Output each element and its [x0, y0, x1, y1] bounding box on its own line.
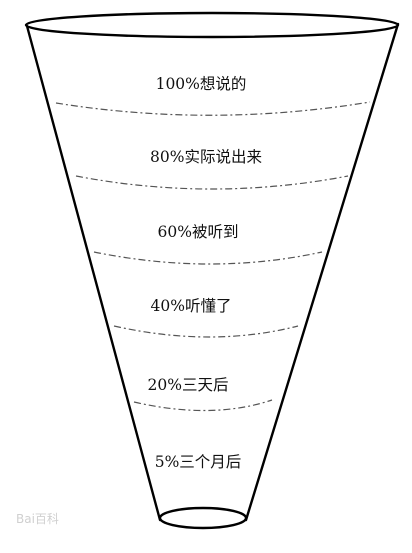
funnel-outline: [25, 22, 400, 522]
level-label-1: 100%想说的: [156, 75, 247, 93]
level-label-3: 60%被听到: [158, 223, 239, 241]
level-label-6: 5%三个月后: [155, 453, 242, 471]
baidu-watermark: Bai百科: [16, 512, 59, 526]
funnel-bottom-rim: [158, 506, 248, 530]
divider-1: [55, 101, 371, 116]
level-label-2: 80%实际说出来: [150, 148, 262, 166]
funnel-top-rim: [24, 11, 400, 39]
divider-3: [93, 251, 323, 265]
level-label-5: 20%三天后: [148, 376, 229, 394]
divider-4: [113, 325, 299, 338]
divider-2: [75, 175, 349, 190]
divider-5: [133, 399, 273, 412]
level-label-4: 40%听懂了: [151, 297, 232, 315]
